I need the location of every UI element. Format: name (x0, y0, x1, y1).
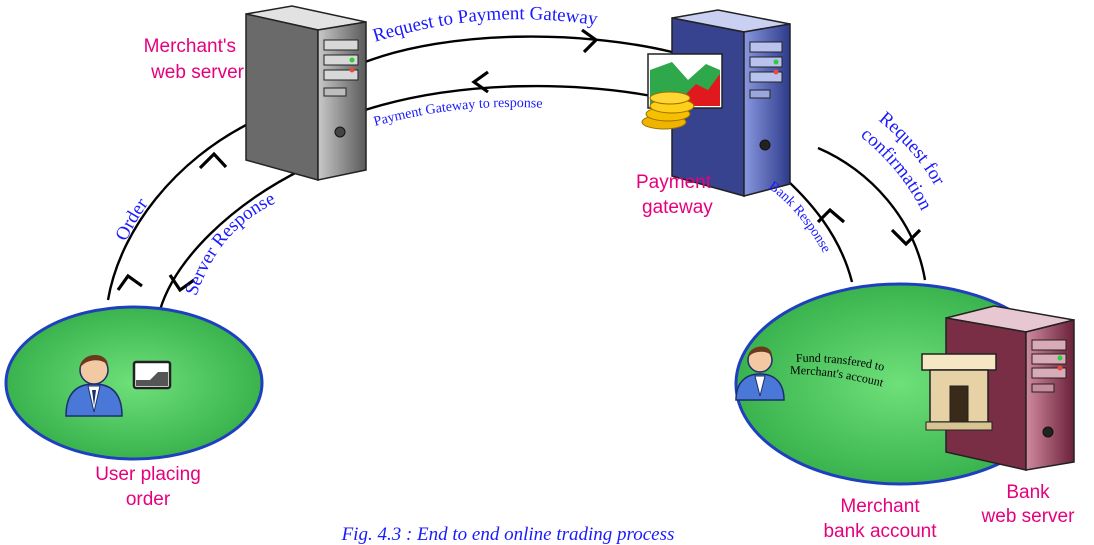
order-flow-line (106, 120, 253, 301)
figure-caption: Fig. 4.3 : End to end online trading pro… (341, 524, 675, 545)
request-gateway-flow-line (364, 35, 673, 64)
payment-gateway-label-line2: gateway (642, 197, 713, 218)
user-label-line1: User placing (95, 464, 201, 485)
bank-server-label-line2: web server (981, 506, 1076, 527)
server-response-flow-label: Server Response (181, 188, 278, 298)
coins-icon (641, 91, 695, 130)
user-label-line2: order (126, 489, 171, 510)
merchant-server-label: Merchant's web server (144, 36, 245, 83)
user-label: User placing order (95, 464, 201, 510)
order-arrowhead-upper (198, 151, 228, 170)
gateway-response-arrowhead (471, 70, 489, 94)
bank-response-arrowhead (816, 207, 846, 224)
request-gateway-arrowhead (581, 28, 599, 54)
merchant-server-label-line1: Merchant's (144, 36, 236, 57)
request-confirmation-flow-line (817, 146, 927, 281)
merchant-server-label-line2: web server (150, 62, 245, 83)
request-confirmation-arrowhead (890, 228, 922, 247)
request-gateway-flow-label: Request to Payment Gateway (370, 3, 599, 47)
payment-gateway-label: Payment gateway (636, 172, 713, 218)
flow-arrowheads (116, 28, 922, 438)
merchant-bank-label: Merchant bank account (823, 496, 937, 542)
server-response-arrowhead (168, 274, 195, 293)
merchant-bank-label-line2: bank account (823, 521, 937, 542)
gateway-response-flow-line (364, 84, 673, 112)
merchant-user-icon (735, 346, 785, 401)
bank-building-icon (921, 353, 997, 431)
card-icon (132, 360, 172, 390)
user-icon (65, 354, 123, 417)
merchant-bank-label-line1: Merchant (840, 496, 920, 517)
payment-gateway-label-line1: Payment (636, 172, 712, 193)
bank-server-label-line1: Bank (1006, 482, 1050, 503)
server-response-flow-line (158, 166, 306, 311)
bank-server-label: Bank web server (981, 482, 1076, 527)
order-arrowhead-lower (116, 273, 143, 291)
order-flow-label: Order (112, 194, 153, 244)
merchant-server-icon (245, 5, 367, 181)
